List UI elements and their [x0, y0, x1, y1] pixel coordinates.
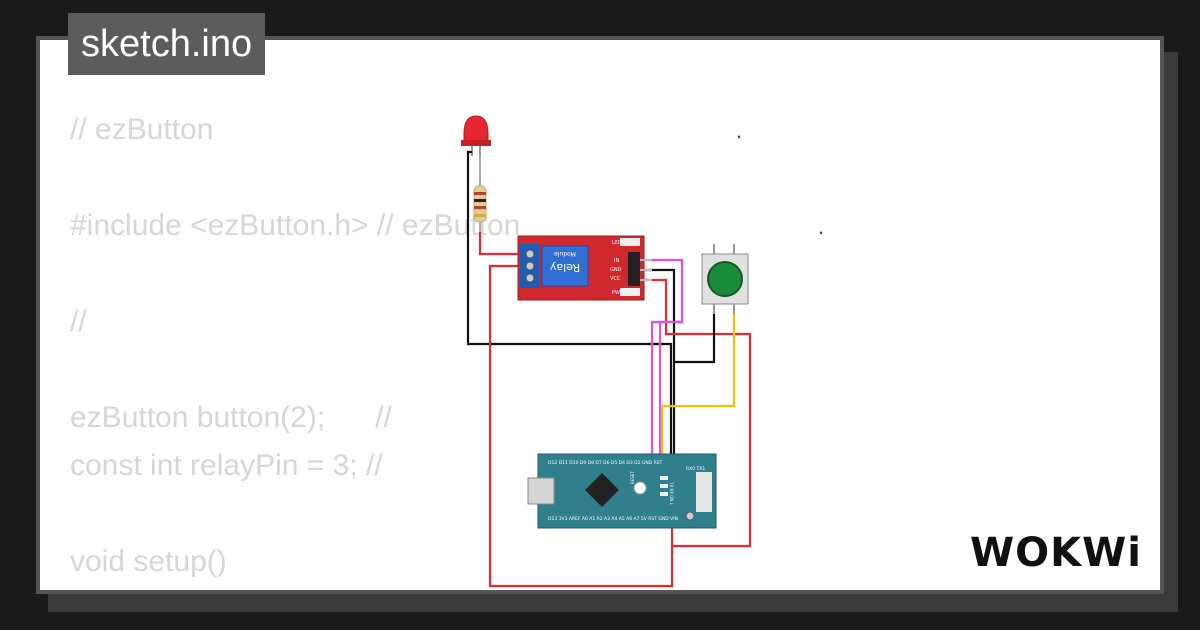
relay-pin-label: GND — [610, 267, 622, 273]
led-labels: TX RX ON L — [669, 481, 674, 506]
red-wire[interactable] — [488, 264, 674, 588]
relay-pin-label: IN — [614, 258, 619, 264]
preview-card: // ezButton #include <ezButton.h> // ezBu… — [36, 36, 1164, 594]
code-line: ezButton button(2); // — [70, 401, 392, 434]
relay-module[interactable]: Relay Module LED PWR IN GND VCC — [517, 235, 652, 301]
relay-label: Relay — [549, 261, 580, 274]
led-label: LED — [612, 240, 622, 246]
bottom-pin-labels: D13 3V3 AREF A0 A1 A2 A3 A4 A5 A6 A7 5V … — [548, 516, 678, 522]
code-line: // — [70, 305, 87, 338]
circuit-diagram: . . — [461, 115, 824, 588]
wokwi-logo-text: WOKWi — [970, 530, 1140, 576]
black-wire[interactable] — [466, 150, 673, 458]
black-wire[interactable] — [640, 268, 676, 460]
yellow-wire[interactable] — [660, 312, 736, 458]
red-wire[interactable] — [640, 278, 752, 548]
arduino-nano[interactable]: D12 D11 D10 D9 D8 D7 D6 D5 D4 D3 D2 GND … — [527, 453, 717, 529]
push-button[interactable] — [701, 244, 749, 314]
reset-label: RESET — [630, 471, 635, 484]
code-line: const int relayPin = 3; // — [70, 449, 383, 482]
wokwi-logo: WOKWi — [970, 530, 1140, 576]
code-background: // ezButton #include <ezButton.h> // ezBu… — [70, 106, 521, 590]
red-wire[interactable] — [478, 232, 520, 256]
code-line: #include <ezButton.h> // ezButton — [70, 209, 521, 242]
pwr-label: PWR — [612, 290, 624, 296]
magenta-wire[interactable] — [658, 320, 682, 458]
code-line: void setup() — [70, 545, 227, 578]
sketch-title-tab: sketch.ino — [68, 13, 266, 75]
code-dot: . — [736, 118, 742, 143]
red-led[interactable] — [461, 115, 491, 156]
top-pin-labels: D12 D11 D10 D9 D8 D7 D6 D5 D4 D3 D2 GND … — [548, 460, 663, 466]
relay-pin-label: VCC — [610, 276, 621, 282]
resistor[interactable] — [473, 156, 487, 232]
code-line: // ezButton — [70, 113, 214, 146]
serial-label: RX0 TX1 — [686, 466, 705, 472]
relay-sublabel: Module — [554, 250, 576, 257]
code-dot: . — [818, 214, 824, 239]
black-wire[interactable] — [674, 312, 716, 364]
